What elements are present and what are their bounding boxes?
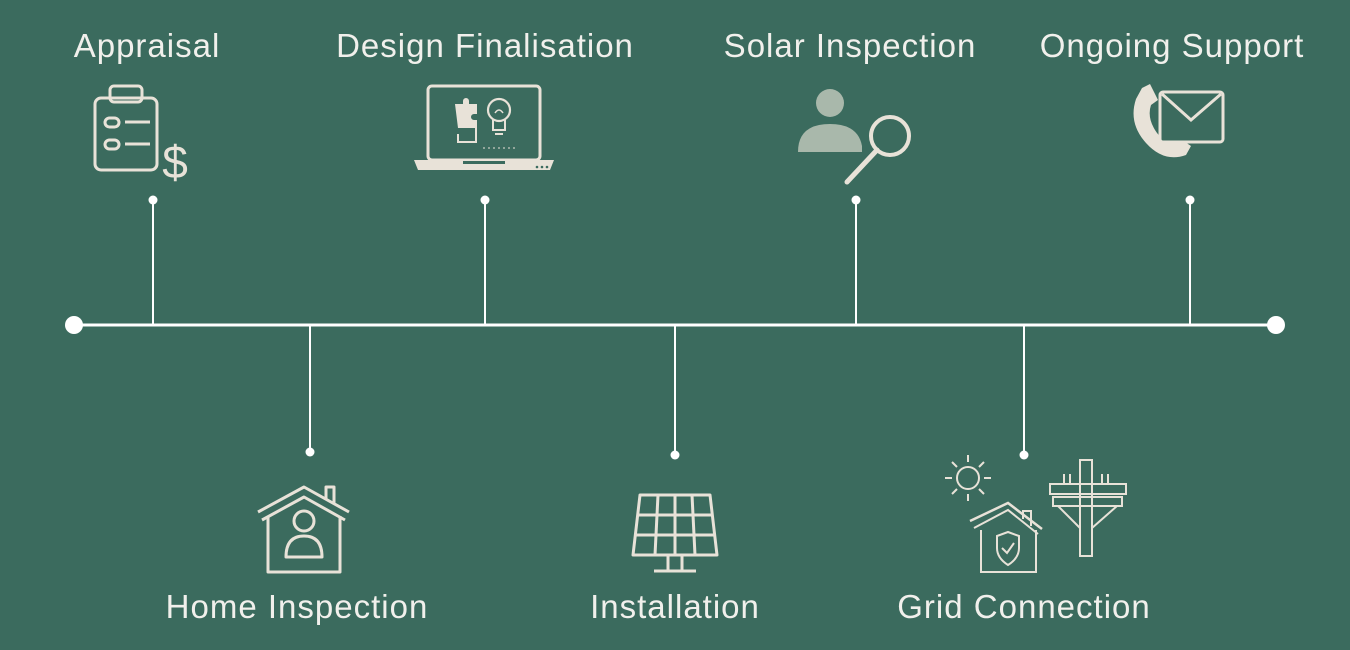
svg-text:$: $ <box>162 136 188 188</box>
step-label-appraisal: Appraisal <box>73 27 221 64</box>
solar-panel-icon <box>631 493 719 573</box>
person-magnifier-icon <box>798 89 911 185</box>
sun-house-powerline-icon <box>945 455 1127 573</box>
laptop-puzzle-bulb-icon <box>414 84 554 170</box>
house-person-icon <box>257 485 350 574</box>
connector-home-inspection <box>305 325 315 457</box>
connector-design-finalisation <box>480 195 490 325</box>
connector-solar-inspection <box>851 195 861 325</box>
step-label-solar-inspection: Solar Inspection <box>723 27 977 64</box>
clipboard-dollar-icon: $ <box>93 84 188 188</box>
connector-grid-connection <box>1019 325 1029 460</box>
step-label-design-finalisation: Design Finalisation <box>336 27 634 64</box>
step-label-installation: Installation <box>590 588 760 625</box>
step-label-ongoing-support: Ongoing Support <box>1039 27 1305 64</box>
connector-installation <box>670 325 680 460</box>
step-label-home-inspection: Home Inspection <box>165 588 429 625</box>
phone-envelope-icon <box>1133 84 1225 158</box>
connector-appraisal <box>148 195 158 325</box>
connector-ongoing-support <box>1185 195 1195 325</box>
step-label-grid-connection: Grid Connection <box>897 588 1151 625</box>
